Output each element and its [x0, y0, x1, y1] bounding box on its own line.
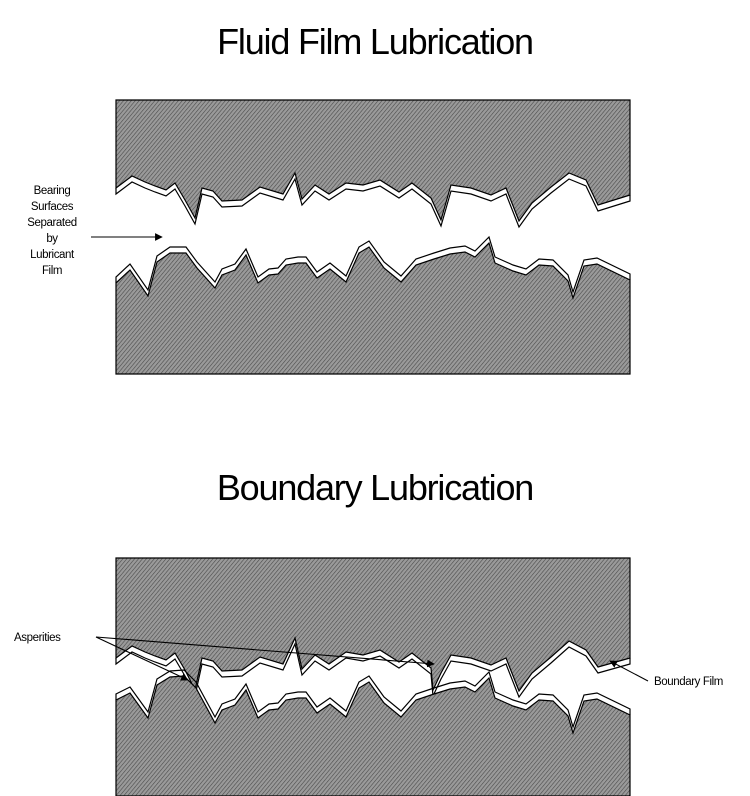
fluid-film-label: Bearing Surfaces Separated by Lubricant … — [27, 185, 163, 277]
upper-bearing-surface — [116, 100, 630, 221]
lower-surface-outline — [115, 675, 631, 796]
lower-surface-film-edge — [115, 235, 631, 294]
upper-surface-film-edge — [115, 642, 631, 699]
asperities-pointer-2 — [95, 636, 435, 668]
label-line-3: Separated — [27, 217, 76, 229]
fluid-film-title: Fluid Film Lubrication — [217, 21, 533, 62]
lower-bearing-surface — [116, 676, 630, 796]
label-line-4: by — [46, 233, 58, 245]
boundary-film-label: Boundary Film — [654, 676, 723, 688]
fluid-film-diagram — [115, 99, 631, 375]
boundary-diagram — [115, 557, 631, 796]
label-line-6: Film — [42, 265, 62, 277]
label-line-5: Lubricant — [30, 249, 75, 261]
lower-surface-film-edge — [115, 669, 631, 729]
asperities-label: Asperities — [14, 632, 61, 644]
upper-surface-outline — [115, 99, 631, 223]
boundary-title: Boundary Lubrication — [217, 467, 533, 508]
boundary-film-pointer — [609, 660, 649, 682]
upper-surface-outline — [115, 557, 631, 693]
label-line-1: Bearing — [34, 185, 71, 197]
boundary-labels: Asperities Boundary Film — [14, 632, 723, 688]
lower-surface-outline — [115, 241, 631, 375]
lower-bearing-surface — [116, 243, 630, 374]
label-line-2: Surfaces — [31, 201, 74, 213]
upper-bearing-surface — [116, 558, 630, 691]
upper-surface-film-edge — [115, 177, 631, 229]
asperities-pointer-1 — [95, 636, 189, 681]
